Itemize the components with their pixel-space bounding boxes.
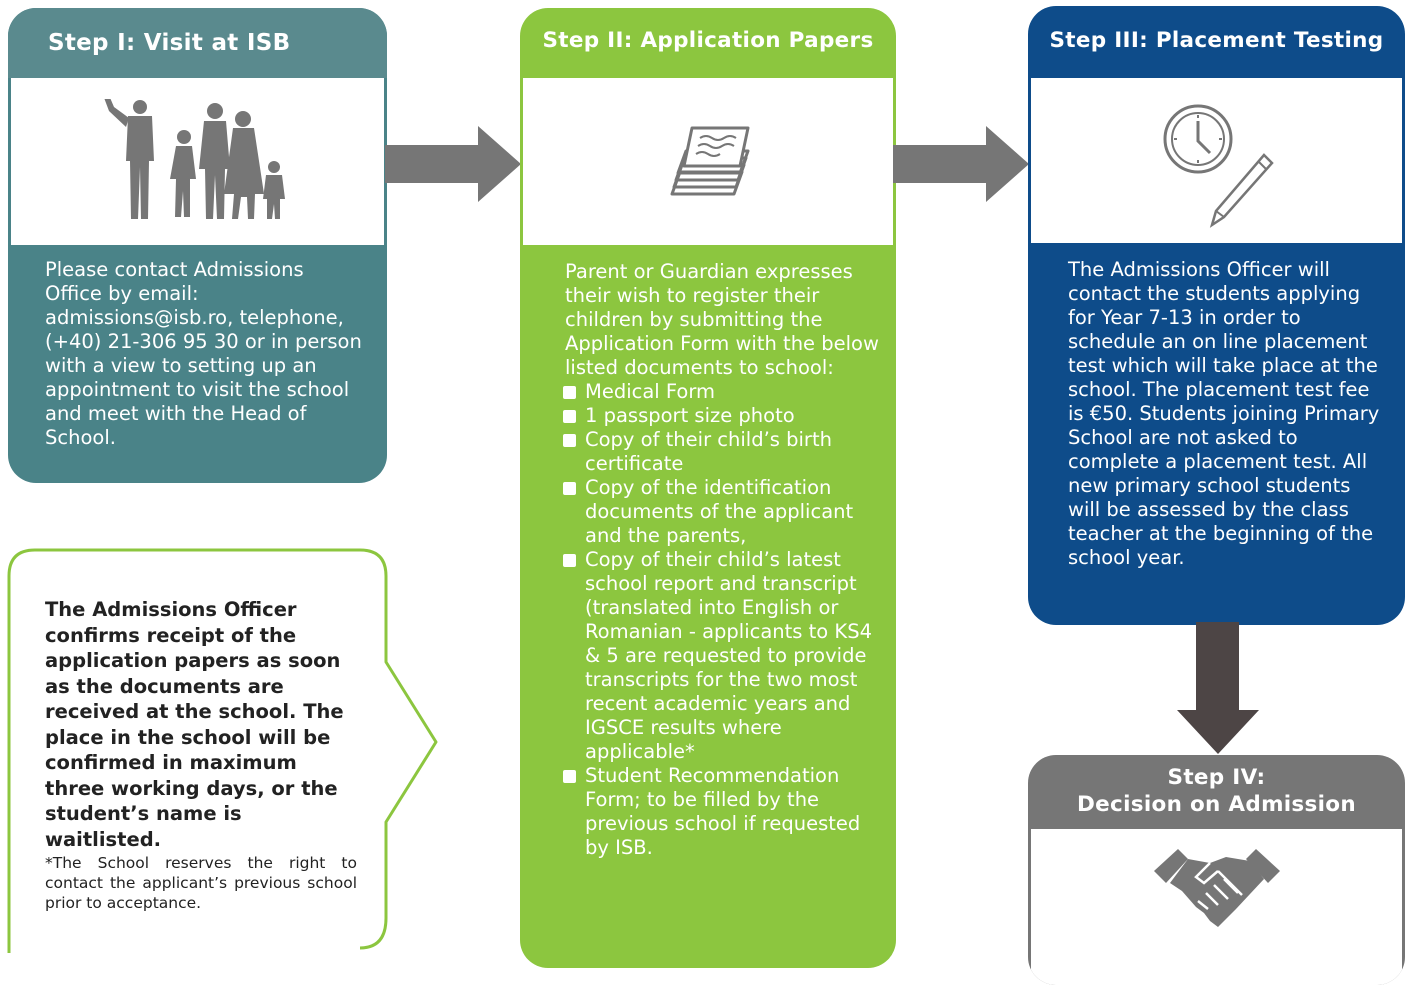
callout-bubble [7, 548, 438, 953]
step3-body: The Admissions Officer will contact the … [1068, 258, 1380, 569]
arrow-step2-to-step3 [893, 126, 1029, 202]
step2-body: Parent or Guardian expresses their wish … [563, 260, 880, 860]
step3-image [1031, 78, 1402, 243]
documents-list: Medical Form 1 passport size photo Copy … [563, 380, 880, 860]
step4-title: Step IV: Decision on Admission [1028, 755, 1405, 829]
clock-pencil-icon [1163, 104, 1274, 228]
document-item: Student Recommendation Form; to be fille… [563, 764, 880, 860]
step2-card: Step II: Application Papers Parent or Gu… [520, 8, 896, 968]
step3-card: Step III: Placement Testing The Admissio… [1028, 6, 1405, 625]
step1-body: Please contact Admissions Office by emai… [45, 258, 362, 449]
papers-stack-icon [670, 126, 750, 195]
step3-title: Step III: Placement Testing [1049, 27, 1384, 53]
arrow-step1-to-step2 [385, 126, 521, 202]
step4-title-line1: Step IV: [1167, 765, 1266, 791]
arrow-step3-to-step4 [1177, 622, 1259, 754]
step2-title: Step II: Application Papers [542, 27, 874, 53]
document-item: Copy of the identification documents of … [563, 476, 880, 548]
handshake-icon [1153, 849, 1280, 927]
step1-card: Step I: Visit at ISB Ple [8, 8, 387, 483]
step2-intro: Parent or Guardian expresses their wish … [565, 260, 879, 379]
step1-title: Step I: Visit at ISB [8, 8, 387, 78]
step4-image [1031, 829, 1402, 985]
document-item: Copy of their child’s birth certificate [563, 428, 880, 476]
step2-image [523, 78, 893, 245]
step1-image [11, 78, 384, 245]
document-item: Copy of their child’s latest school repo… [563, 548, 880, 764]
callout-main-text: The Admissions Officer confirms receipt … [45, 598, 344, 851]
document-item: Medical Form [563, 380, 880, 404]
family-visit-icon [104, 99, 285, 219]
document-item: 1 passport size photo [563, 404, 880, 428]
step4-title-line2: Decision on Admission [1077, 792, 1356, 817]
step4-card: Step IV: Decision on Admission [1028, 755, 1405, 985]
callout-note: *The School reserves the right to contac… [45, 854, 357, 912]
